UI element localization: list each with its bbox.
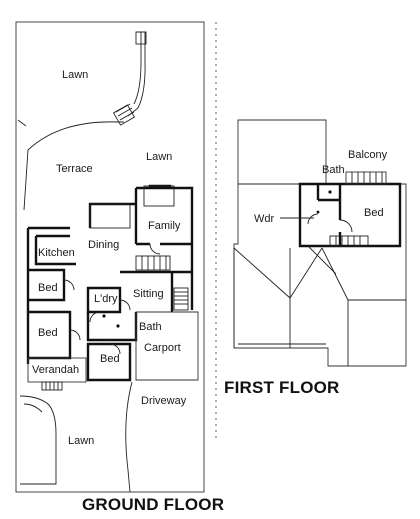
first-floor-site-outline — [233, 119, 407, 367]
label-driveway: Driveway — [141, 395, 187, 407]
first-floor-fixture — [316, 210, 320, 214]
first-floor-house — [300, 184, 400, 246]
first-floor-door-swing — [339, 219, 353, 233]
label-bed-2: Bed — [38, 327, 58, 339]
ground-floor-title: GROUND FLOOR — [82, 495, 224, 514]
ground-floor-site-lot — [15, 21, 205, 493]
bath-fixture — [116, 324, 120, 328]
kitchen-walls — [34, 234, 76, 266]
label-bath: Bath — [139, 321, 162, 333]
carport-outline — [135, 311, 199, 381]
label-bed-3: Bed — [100, 353, 120, 365]
ground-floor-stair — [135, 255, 171, 271]
family-walls — [134, 204, 192, 246]
first-floor-bath-fixture — [328, 190, 332, 194]
ground-floor-plan — [15, 21, 205, 493]
label-kitchen: Kitchen — [38, 247, 75, 259]
first-floor-title: FIRST FLOOR — [224, 378, 340, 397]
label-carport: Carport — [144, 342, 181, 354]
roof-lines — [233, 183, 406, 366]
terrace-boundary — [23, 121, 124, 211]
first-floor-labels: Balcony Bath Wdr Bed FIRST FLOOR — [224, 149, 388, 397]
first-floor-walls — [298, 182, 402, 248]
verandah-steps — [41, 381, 63, 391]
label-terrace: Terrace — [56, 163, 93, 175]
bed-3-walls — [86, 342, 132, 382]
first-floor-door-swing-2 — [307, 213, 319, 225]
dining-bay — [89, 203, 131, 229]
first-floor-plan — [233, 119, 407, 367]
label-lawn-bottom: Lawn — [68, 435, 94, 447]
gate-box — [135, 31, 147, 45]
label-family: Family — [148, 220, 181, 232]
bed-1-walls — [28, 268, 66, 302]
label-lawn-top: Lawn — [62, 69, 88, 81]
sitting-walls — [120, 270, 192, 312]
label-lawn-mid: Lawn — [146, 151, 172, 163]
label-laundry: L'dry — [94, 293, 118, 305]
label-bed-1: Bed — [38, 282, 58, 294]
label-sitting: Sitting — [133, 288, 164, 300]
label-first-bed: Bed — [364, 207, 384, 219]
driveway-edge — [125, 381, 133, 493]
ground-floor-labels: Lawn Lawn Terrace Family Kitchen Dining … — [32, 69, 224, 514]
terrace-edge — [17, 119, 27, 127]
garden-steps — [112, 103, 136, 126]
garden-path — [127, 31, 146, 117]
first-floor-stair — [329, 235, 369, 247]
label-balcony: Balcony — [348, 149, 388, 161]
garden-path-inner — [133, 31, 142, 105]
balcony-hatch — [351, 172, 383, 184]
label-verandah: Verandah — [32, 364, 79, 376]
door-swings — [63, 243, 161, 355]
label-first-bath: Bath — [322, 164, 345, 176]
lawn-bed-inner — [23, 403, 43, 413]
laundry-walls — [86, 286, 122, 314]
label-dining: Dining — [88, 239, 119, 251]
roof-line-lower — [307, 245, 337, 275]
lawn-bed — [19, 395, 57, 485]
laundry-fixture — [102, 314, 106, 318]
label-wdr: Wdr — [254, 213, 275, 225]
balcony-outline — [345, 171, 387, 185]
sitting-stair — [173, 287, 189, 311]
family-bay — [143, 185, 175, 207]
